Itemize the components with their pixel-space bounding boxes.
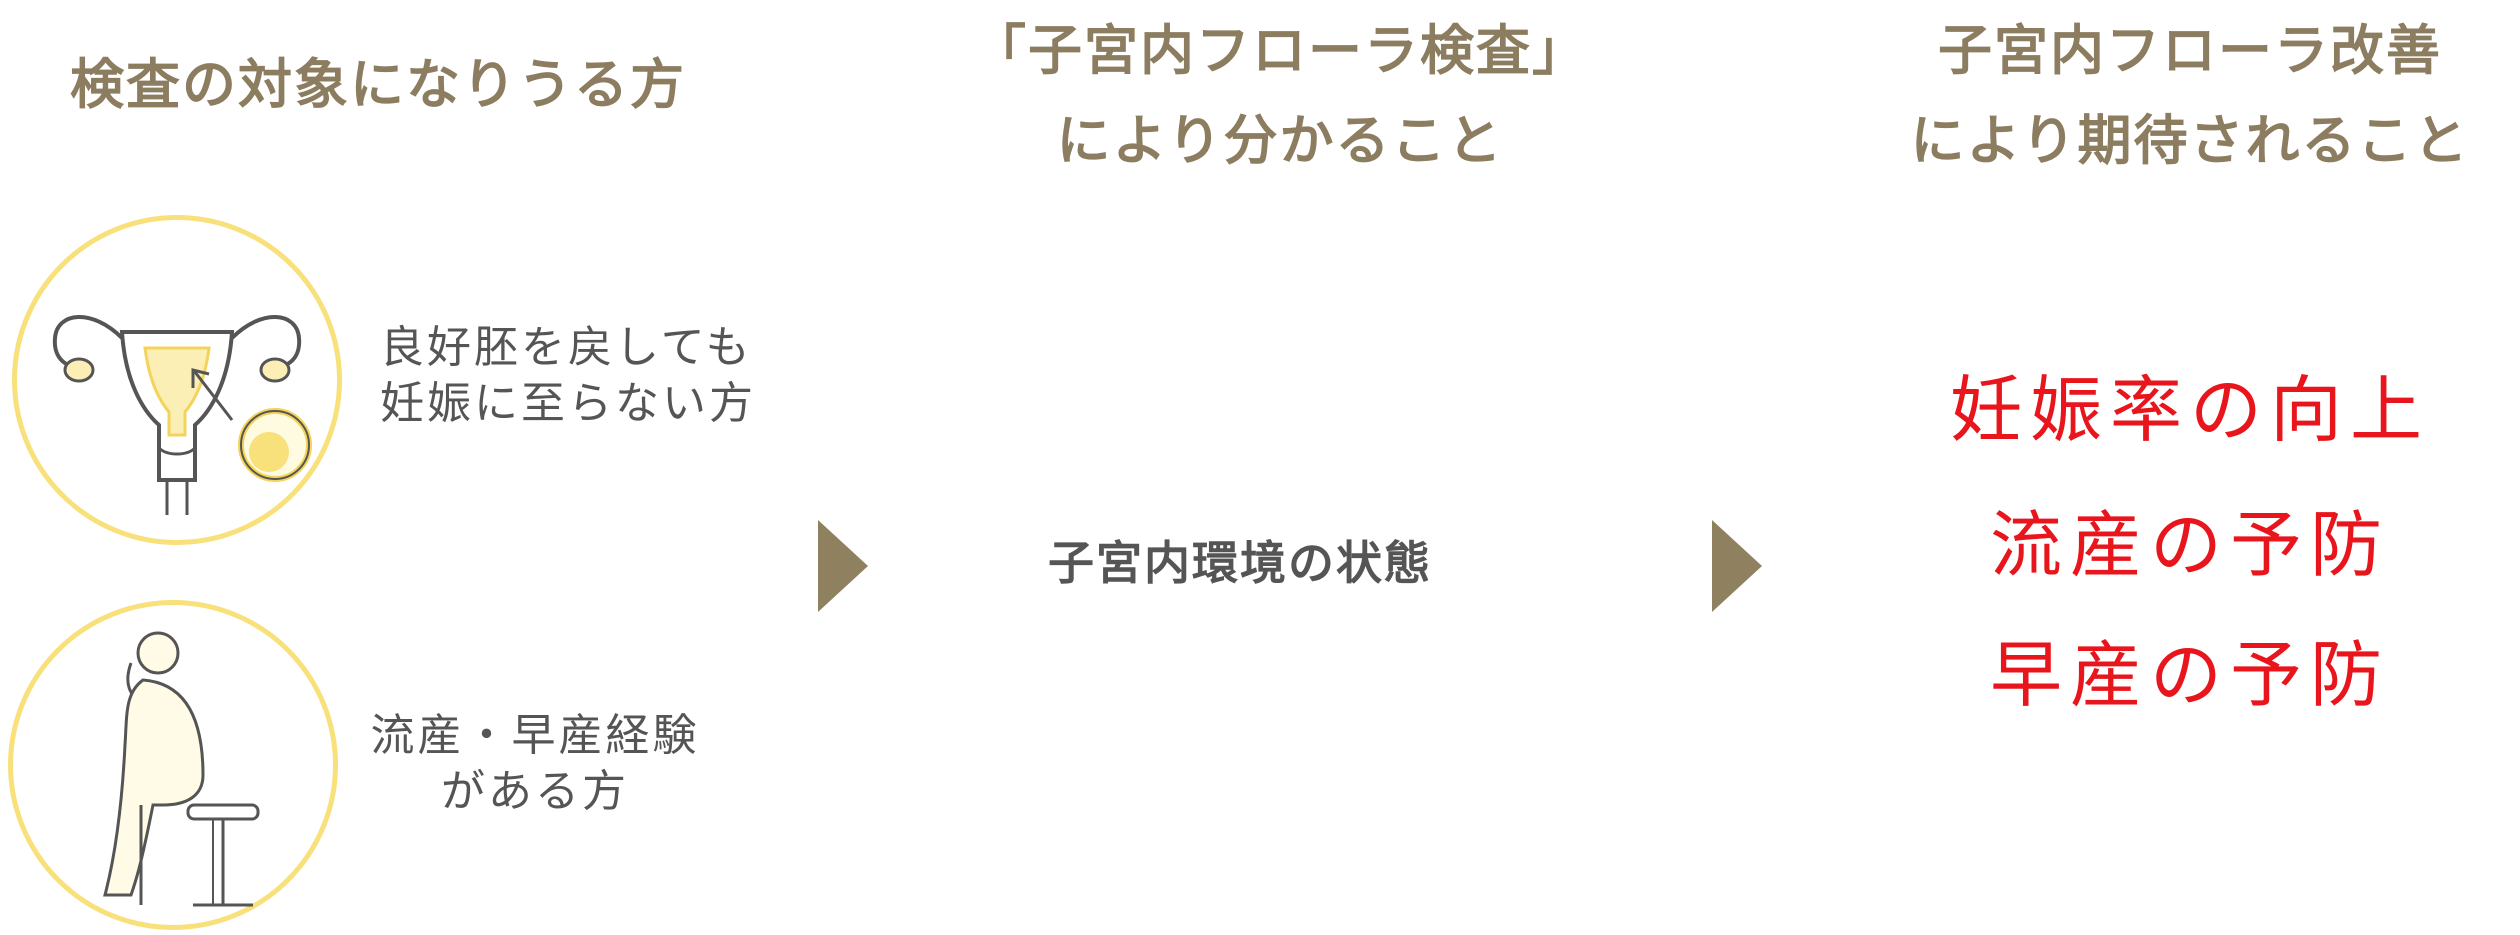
findings-title-line2: により分かること — [1056, 109, 1504, 172]
findings-column-title: 「子宮内フローラ検査」 により分かること — [880, 6, 1680, 186]
benefits-title-line1: 子宮内フローラ改善 — [1938, 19, 2442, 82]
arrow-right-icon — [818, 520, 868, 612]
seated-person-icon-circle — [8, 600, 338, 930]
target-item-1-line2: 妊娠に至らない方 — [380, 378, 756, 429]
target-item-1-line1: 良好胚を戻しても — [380, 322, 753, 373]
target-item-2-line2: がある方 — [441, 766, 629, 817]
target-item-1: 良好胚を戻しても 妊娠に至らない方 — [380, 320, 756, 432]
findings-value: 子宮内環境の状態 — [1048, 536, 1432, 590]
benefit-item: 妊娠率の向上 — [1949, 368, 2430, 452]
uterus-icon — [52, 315, 312, 515]
target-column-title: 検査の対象になりうる方 — [40, 40, 770, 130]
benefit-item: 流産の予防 — [1989, 503, 2390, 587]
benefit-item: 早産の予防 — [1989, 633, 2390, 717]
target-title-text: 検査の対象になりうる方 — [70, 53, 686, 116]
benefits-title-line2: により期待されること — [1910, 109, 2470, 172]
findings-title-line1: 「子宮内フローラ検査」 — [972, 19, 1588, 82]
benefits-column-title: 子宮内フローラ改善 により期待されること — [1780, 6, 2520, 186]
target-item-2-line1: 流産・早産経験 — [370, 710, 700, 761]
target-item-2: 流産・早産経験 がある方 — [350, 708, 720, 820]
arrow-right-icon — [1712, 520, 1762, 612]
seated-person-icon — [103, 631, 260, 907]
uterus-icon-circle — [12, 215, 342, 545]
